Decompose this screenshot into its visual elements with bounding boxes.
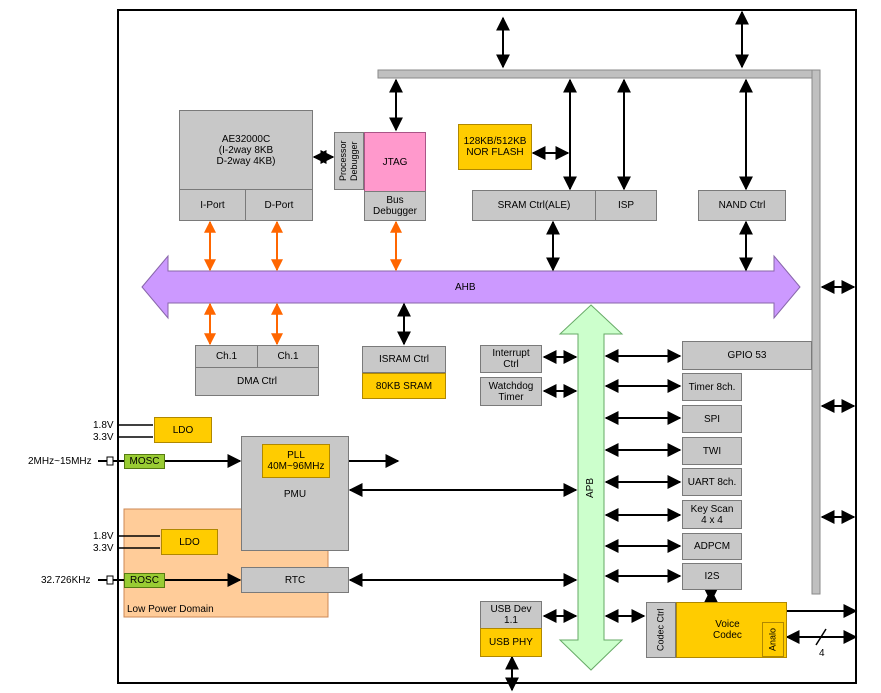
interrupt-ctrl: Interrupt Ctrl [480, 345, 542, 373]
timer-block: Timer 8ch. [682, 373, 742, 401]
cpu-dport: D-Port [245, 189, 313, 221]
processor-debugger: Processor Debugger [334, 132, 364, 190]
watchdog-timer: Watchdog Timer [480, 377, 542, 406]
keyscan-block: Key Scan 4 x 4 [682, 500, 742, 529]
chip-boundary [117, 9, 857, 684]
right-bus [811, 69, 821, 595]
nand-ctrl: NAND Ctrl [698, 190, 786, 221]
mosc-terminal [106, 456, 114, 466]
pll-block: PLL 40M~96MHz [262, 444, 330, 478]
bus-slash [815, 628, 827, 646]
mosc-frequency: 2MHz~15MHz [28, 456, 92, 467]
mosc-block: MOSC [124, 454, 165, 469]
uart-block: UART 8ch. [682, 468, 742, 496]
ahb-bus [141, 254, 801, 320]
gpio-block: GPIO 53 [682, 341, 812, 370]
top-bus [377, 69, 821, 79]
dma-ch1-a: Ch.1 [195, 345, 258, 368]
dma-ch1-b: Ch.1 [257, 345, 319, 368]
usb-device: USB Dev 1.1 [480, 601, 542, 629]
rosc-frequency: 32.726KHz [41, 575, 91, 586]
i2s-block: I2S [682, 563, 742, 590]
bus-width-label: 4 [819, 648, 825, 659]
cpu-core: AE32000C (I-2way 8KB D-2way 4KB) [179, 110, 313, 190]
spi-block: SPI [682, 405, 742, 433]
jtag-block: JTAG [364, 132, 426, 192]
usb-phy: USB PHY [480, 628, 542, 657]
codec-ctrl: Codec Ctrl [646, 602, 676, 658]
rosc-terminal [106, 575, 114, 585]
low-power-domain-label: Low Power Domain [127, 604, 214, 615]
twi-block: TWI [682, 437, 742, 465]
sram-80kb: 80KB SRAM [362, 373, 446, 399]
isram-ctrl: ISRAM Ctrl [362, 346, 446, 373]
bus-debugger: Bus Debugger [364, 191, 426, 221]
cpu-iport: I-Port [179, 189, 246, 221]
rtc-block: RTC [241, 567, 349, 593]
ahb-label: AHB [455, 282, 476, 293]
ldo-2: LDO [161, 529, 218, 555]
isp-block: ISP [595, 190, 657, 221]
analog-block: Analo [762, 622, 784, 657]
rosc-block: ROSC [124, 573, 165, 588]
adpcm-block: ADPCM [682, 533, 742, 560]
sram-ctrl: SRAM Ctrl(ALE) [472, 190, 596, 221]
dma-ctrl: DMA Ctrl [195, 367, 319, 396]
ldo-1: LDO [154, 417, 212, 443]
apb-bus [558, 304, 624, 671]
voltage-18v-2: 1.8V [93, 531, 114, 542]
apb-label: APB [585, 478, 596, 499]
nor-flash: 128KB/512KB NOR FLASH [458, 124, 532, 170]
voltage-18v-1: 1.8V [93, 420, 114, 431]
voltage-33v-2: 3.3V [93, 543, 114, 554]
voltage-33v-1: 3.3V [93, 432, 114, 443]
